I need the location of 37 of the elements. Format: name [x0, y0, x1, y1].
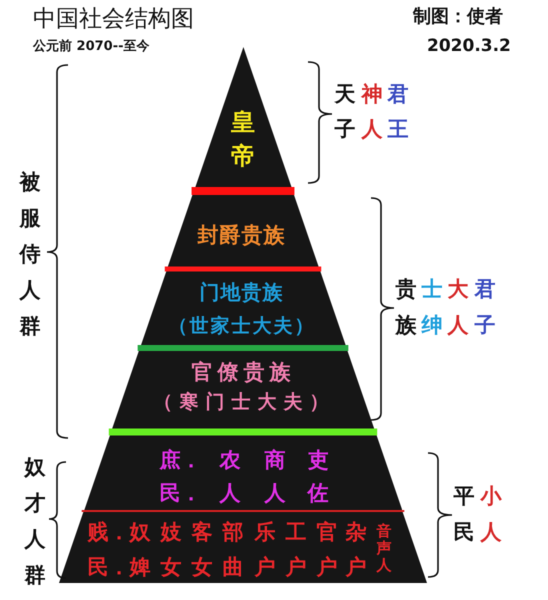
- subtitle-text: （寒门士大夫）: [152, 390, 336, 415]
- class-label: 妓女: [160, 518, 182, 580]
- pyramid-tier: [140, 269, 346, 348]
- bracket-label: 神人: [361, 81, 383, 143]
- tier-label: 门地贵族: [198, 279, 284, 305]
- bracket-label: 奴才人群: [24, 454, 46, 589]
- bracket-label: 天子: [334, 81, 356, 143]
- class-label: 杂户: [344, 518, 367, 580]
- bracket-label: 大人: [447, 276, 469, 339]
- class-label: 贱．民．: [86, 518, 130, 580]
- bracket-label: 君子: [474, 276, 496, 339]
- class-label: 部曲: [222, 518, 244, 580]
- class-label: 工户: [284, 518, 307, 580]
- class-label: 客女: [190, 518, 213, 580]
- bracket-label: 被服侍人群: [19, 169, 41, 340]
- era-label: 公元前 2070--至今: [33, 38, 150, 55]
- subtitle-text: （世家士大夫）: [167, 314, 316, 339]
- class-label: 农人: [218, 446, 241, 506]
- bracket-label: 君王: [387, 81, 409, 143]
- class-label: 庶．民．: [158, 446, 202, 506]
- class-label: 乐户: [254, 518, 276, 580]
- bracket-label: 平民: [453, 483, 475, 546]
- class-label: 商人: [264, 446, 286, 506]
- tier-label: 官僚贵族: [190, 359, 296, 386]
- title: 中国社会结构图: [33, 5, 194, 33]
- class-label: 吏佐: [306, 446, 329, 506]
- pyramid-tier: [58, 511, 427, 583]
- bracket-label: 小人: [480, 483, 502, 546]
- bracket-label: 士绅: [421, 276, 443, 339]
- class-label: 官户: [316, 518, 338, 580]
- date-label: 2020.3.2: [427, 36, 511, 57]
- bracket-label: 贵族: [395, 276, 417, 339]
- class-label: 奴婢: [128, 518, 151, 580]
- tier-label: 封爵贵族: [196, 222, 286, 248]
- author-label: 制图：使者: [413, 6, 503, 28]
- tier-label: 皇帝: [230, 107, 256, 172]
- class-label: 音声人: [376, 523, 392, 574]
